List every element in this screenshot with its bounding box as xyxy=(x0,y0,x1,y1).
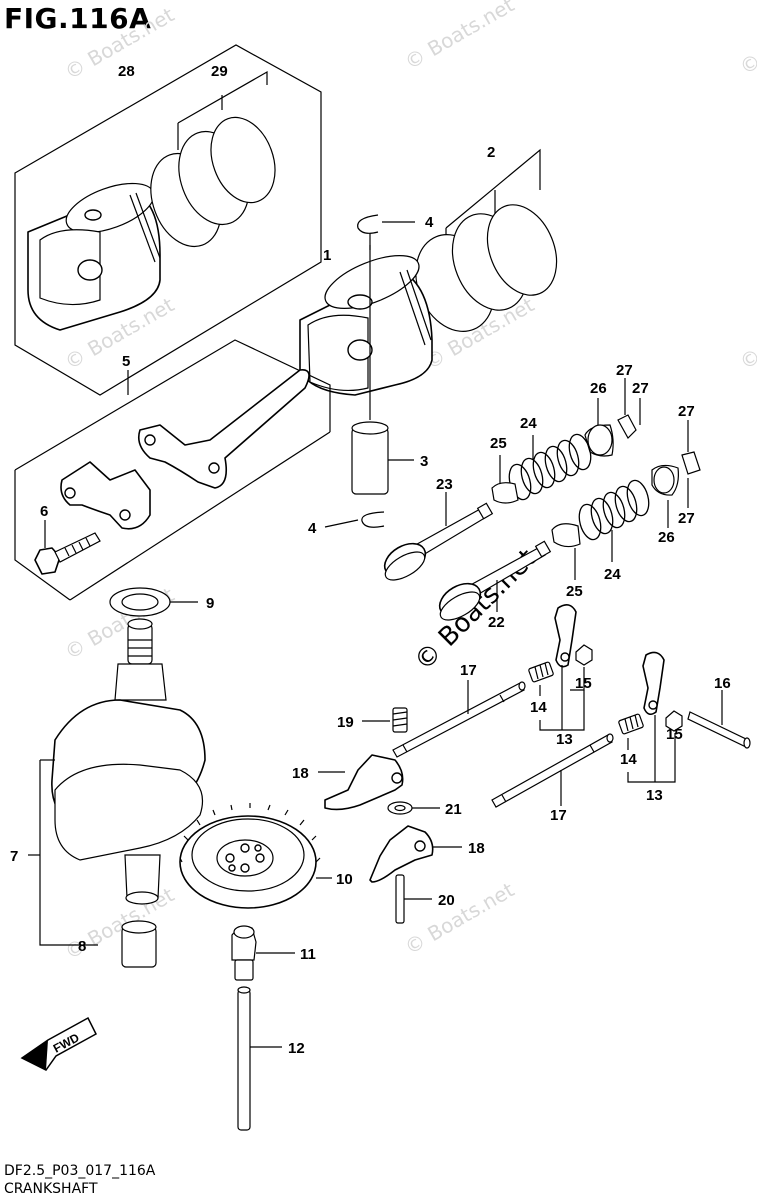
seal-upper xyxy=(491,482,519,504)
spring-19 xyxy=(362,707,408,733)
callout-17: 17 xyxy=(550,807,567,824)
callout-10: 10 xyxy=(336,871,353,888)
callout-11: 11 xyxy=(300,946,316,963)
cotter-lower xyxy=(681,451,701,475)
rocker-arm-lower xyxy=(642,651,665,716)
callout-4: 4 xyxy=(425,214,434,231)
callout-23: 23 xyxy=(436,476,453,493)
callout-15: 15 xyxy=(666,726,683,743)
kit-box-outline xyxy=(14,44,322,396)
callout-17: 17 xyxy=(460,662,477,679)
callout-24: 24 xyxy=(520,415,537,432)
piston-kit-group xyxy=(14,44,322,396)
callout-25: 25 xyxy=(490,435,507,452)
callout-14: 14 xyxy=(620,751,637,768)
pin-16 xyxy=(687,690,751,749)
circlip-top xyxy=(357,214,379,234)
callout-5: 5 xyxy=(122,353,130,370)
figure-code: DF2.5_P03_017_116A xyxy=(4,1163,156,1179)
figure-name: CRANKSHAFT xyxy=(4,1181,98,1197)
lever-lower xyxy=(369,825,434,883)
callouts: 28 29 2 4 1 5 3 4 6 27 27 26 24 25 23 27… xyxy=(10,63,731,1057)
conrod xyxy=(137,369,310,489)
callout-14: 14 xyxy=(530,699,547,716)
figure-title: FIG.116A xyxy=(4,2,152,35)
bushing xyxy=(121,920,157,968)
kit-piston xyxy=(27,182,161,331)
conrod-bolt xyxy=(34,520,101,575)
valve-intake xyxy=(438,540,552,621)
kit-rings xyxy=(150,116,276,248)
callout-26: 26 xyxy=(590,380,607,397)
watermark: © Boats.net xyxy=(401,0,519,74)
watermark: © Boats.net xyxy=(736,292,757,374)
callout-1: 1 xyxy=(323,247,331,264)
callout-20: 20 xyxy=(438,892,455,909)
callout-7: 7 xyxy=(10,848,18,865)
pin-20 xyxy=(395,874,432,924)
rocker-shaft-upper xyxy=(392,680,526,758)
spring-lower xyxy=(578,479,650,541)
callout-3: 3 xyxy=(420,453,428,470)
callout-12: 12 xyxy=(288,1040,305,1057)
callout-28: 28 xyxy=(118,63,135,80)
rings xyxy=(415,204,558,332)
callout-15: 15 xyxy=(575,675,592,692)
callout-18: 18 xyxy=(292,765,309,782)
callout-13: 13 xyxy=(646,787,663,804)
forward-direction-badge: FWD xyxy=(20,1016,97,1071)
callout-27: 27 xyxy=(616,362,633,379)
callout-4: 4 xyxy=(308,520,317,537)
pushrod xyxy=(237,986,282,1131)
callout-25: 25 xyxy=(566,583,583,600)
seal-lower xyxy=(551,523,581,548)
rocker-shaft-lower xyxy=(491,733,614,808)
rocker-arm-upper xyxy=(554,604,577,668)
callout-27: 27 xyxy=(678,403,695,420)
ring-bracket xyxy=(177,70,268,124)
crankshaft-group xyxy=(28,587,206,968)
valve-train xyxy=(383,378,701,621)
callout-27: 27 xyxy=(632,380,649,397)
watermark: © Boats.net xyxy=(401,877,519,959)
watermark: © Boats.net xyxy=(736,0,757,79)
callout-22: 22 xyxy=(488,614,505,631)
rocker-group xyxy=(318,604,751,924)
piston-group xyxy=(299,148,558,420)
adjuster-spring-lower xyxy=(618,713,644,735)
valve-exhaust xyxy=(383,492,494,581)
callout-6: 6 xyxy=(40,503,48,520)
crank-gear xyxy=(179,803,321,909)
callout-19: 19 xyxy=(337,714,354,731)
callout-13: 13 xyxy=(556,731,573,748)
callout-9: 9 xyxy=(206,595,214,612)
gear-group xyxy=(179,803,332,1131)
callout-2: 2 xyxy=(487,144,495,161)
nut-upper xyxy=(575,644,593,666)
callout-29: 29 xyxy=(211,63,228,80)
nut-lower xyxy=(665,710,683,732)
cam-follower xyxy=(231,925,295,981)
spring-upper xyxy=(508,433,592,501)
crankshaft xyxy=(51,618,206,905)
conrod-group xyxy=(14,339,331,601)
circlip-bottom xyxy=(361,511,385,528)
cotter-upper xyxy=(617,414,637,439)
callout-27: 27 xyxy=(678,510,695,527)
callout-16: 16 xyxy=(714,675,731,692)
callout-24: 24 xyxy=(604,566,621,583)
callout-26: 26 xyxy=(658,529,675,546)
lever-upper xyxy=(324,754,404,811)
callout-18: 18 xyxy=(468,840,485,857)
piston xyxy=(299,255,433,396)
callout-8: 8 xyxy=(78,938,86,955)
adjuster-spring-upper xyxy=(528,661,554,683)
piston-pin xyxy=(351,421,414,495)
callout-21: 21 xyxy=(445,801,462,818)
